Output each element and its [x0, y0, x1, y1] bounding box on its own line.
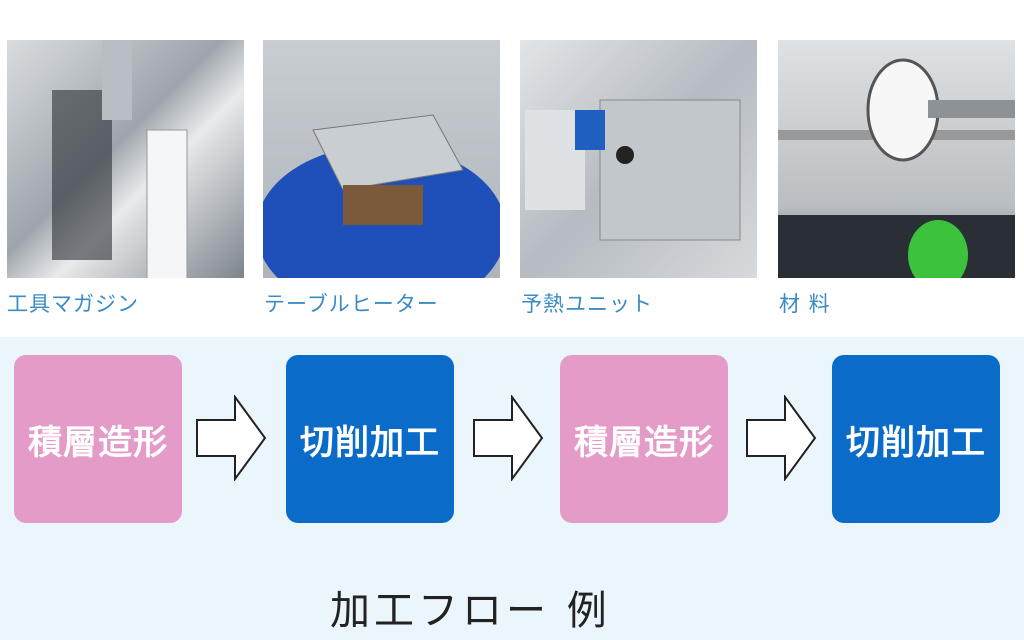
flow-title: 加工フロー 例: [330, 588, 611, 634]
arrow-right-icon: [473, 395, 544, 481]
flow-step-additive: 積層造形: [14, 355, 182, 523]
photo-caption: テーブルヒーター: [264, 292, 439, 316]
material-spool-photo: [778, 40, 1015, 278]
arrow-right-icon: [196, 395, 267, 481]
photo-caption: 予熱ユニット: [521, 292, 653, 316]
flow-step-cutting: 切削加工: [286, 355, 454, 523]
photo-caption: 材 料: [779, 292, 831, 316]
tool-magazine-photo: [7, 40, 244, 278]
table-heater-photo: [263, 40, 500, 278]
photo-caption: 工具マガジン: [7, 292, 139, 316]
preheat-unit-photo: [520, 40, 757, 278]
flow-step-additive: 積層造形: [560, 355, 728, 523]
arrow-right-icon: [746, 395, 817, 481]
flow-step-cutting: 切削加工: [832, 355, 1000, 523]
